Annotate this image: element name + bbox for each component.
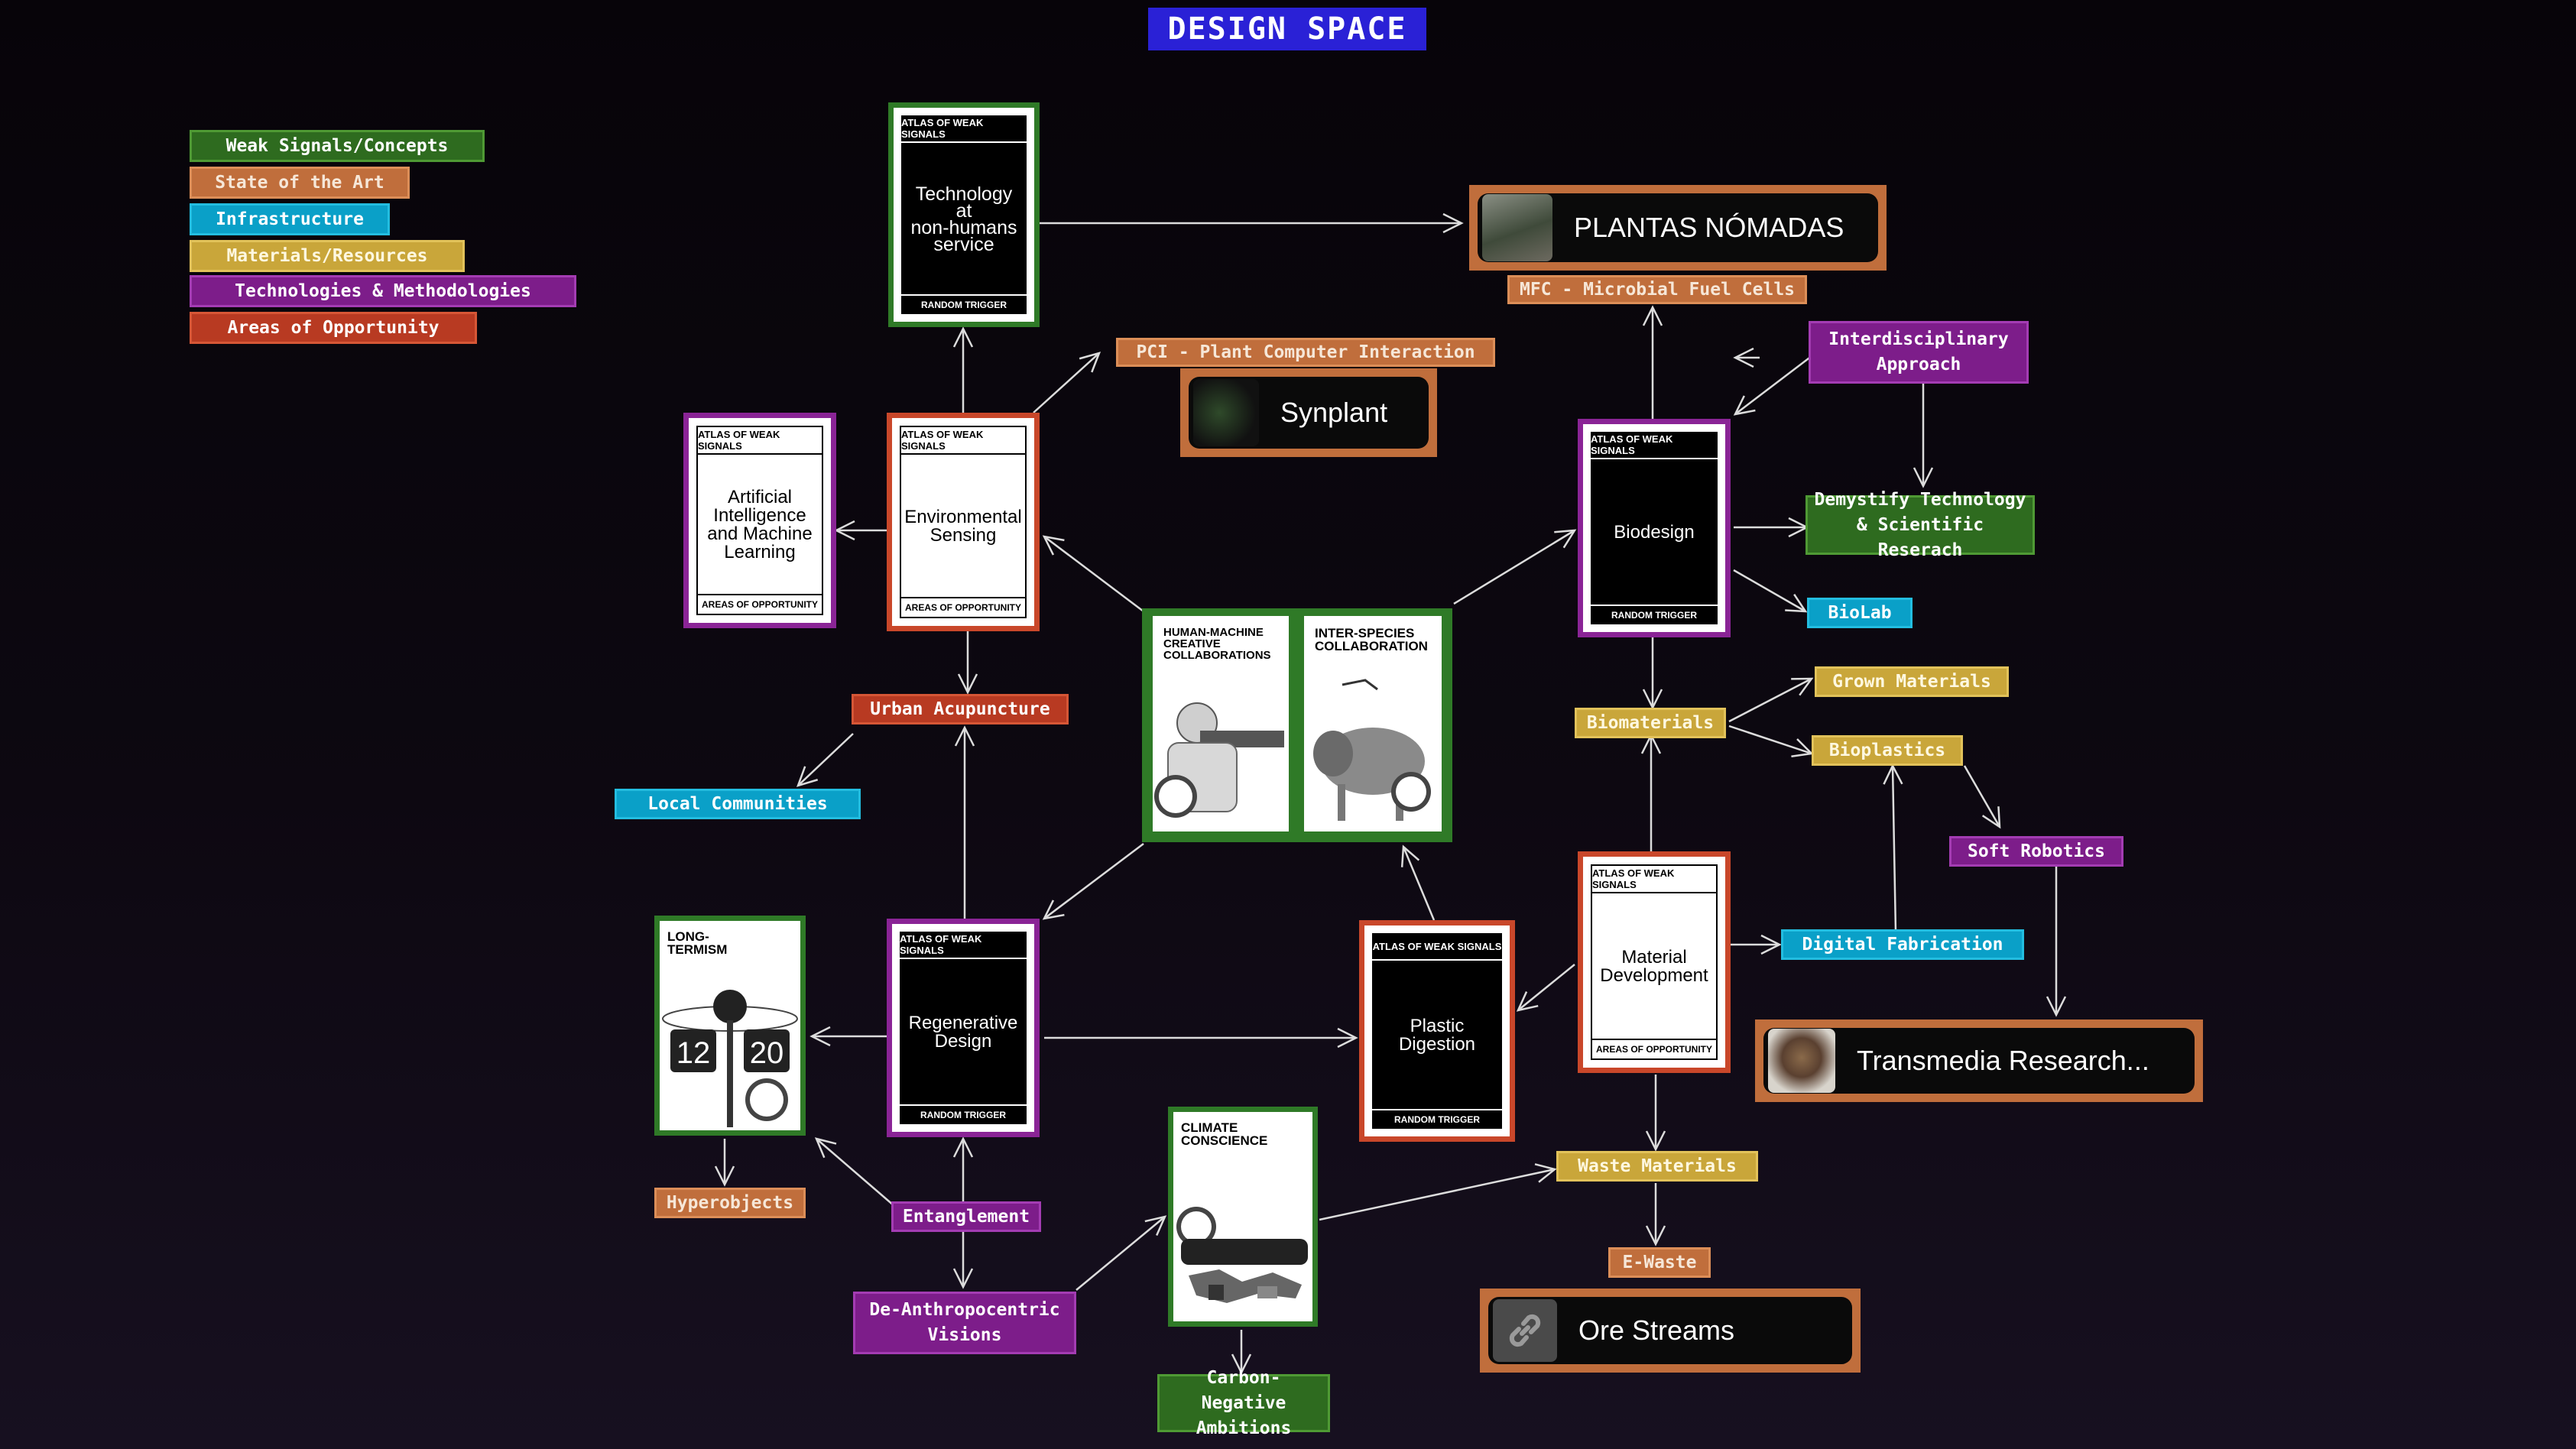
tag-urban-acupuncture[interactable]: Urban Acupuncture — [852, 694, 1069, 724]
card-footer: AREAS OF OPPORTUNITY — [1592, 1039, 1716, 1058]
page-title: DESIGN SPACE — [1148, 8, 1426, 50]
link-card-plantas-nomadas[interactable]: PLANTAS NÓMADAS — [1469, 185, 1887, 271]
card-title: Plastic Digestion — [1398, 1016, 1476, 1055]
card-title: Material Development — [1600, 947, 1708, 986]
legend-item-areas: Areas of Opportunity — [190, 312, 477, 344]
card-material-development[interactable]: ATLAS OF WEAK SIGNALS Material Developme… — [1578, 851, 1731, 1073]
picture-card-title: HUMAN-MACHINE CREATIVE COLLABORATIONS — [1163, 626, 1271, 662]
arrow — [1033, 352, 1101, 413]
tag-mfc[interactable]: MFC - Microbial Fuel Cells — [1507, 275, 1807, 304]
legend-item-infrastructure: Infrastructure — [190, 203, 390, 235]
tag-bioplastics[interactable]: Bioplastics — [1812, 735, 1963, 766]
card-footer: RANDOM TRIGGER — [900, 1104, 1027, 1124]
card-technology-nonhumans[interactable]: ATLAS OF WEAK SIGNALS Technology at non-… — [888, 102, 1040, 327]
tag-entanglement[interactable]: Entanglement — [891, 1201, 1041, 1232]
link-card-title: Transmedia Research... — [1857, 1045, 2149, 1076]
arrow — [1883, 763, 1903, 933]
card-header: ATLAS OF WEAK SIGNALS — [1592, 866, 1716, 893]
arrow — [1453, 529, 1577, 605]
arrow — [1319, 1163, 1557, 1221]
debris-illustration — [1176, 1207, 1308, 1303]
link-card-title: Ore Streams — [1578, 1314, 1735, 1346]
arrow — [1042, 535, 1144, 612]
card-footer: RANDOM TRIGGER — [901, 294, 1027, 314]
arrow — [1733, 569, 1808, 613]
card-title: Biodesign — [1614, 522, 1695, 543]
tag-grown-materials[interactable]: Grown Materials — [1815, 666, 2009, 697]
card-header: ATLAS OF WEAK SIGNALS — [901, 427, 1025, 455]
legend-item-state-of-art: State of the Art — [190, 167, 410, 199]
card-header: ATLAS OF WEAK SIGNALS — [900, 932, 1027, 959]
card-footer: RANDOM TRIGGER — [1372, 1109, 1502, 1129]
tag-pci[interactable]: PCI - Plant Computer Interaction — [1116, 338, 1495, 367]
transmedia-thumbnail — [1768, 1029, 1835, 1093]
synplant-thumbnail — [1193, 379, 1259, 446]
card-header: ATLAS OF WEAK SIGNALS — [1372, 933, 1502, 961]
card-plastic-digestion[interactable]: ATLAS OF WEAK SIGNALS Plastic Digestion … — [1359, 920, 1515, 1142]
arrow — [1728, 677, 1814, 723]
card-footer: AREAS OF OPPORTUNITY — [901, 597, 1025, 617]
tag-e-waste[interactable]: E-Waste — [1608, 1247, 1711, 1278]
arrow — [1042, 843, 1144, 920]
picture-card-long-termism[interactable]: LONG- TERMISM 12 20 — [654, 916, 806, 1136]
tag-biomaterials[interactable]: Biomaterials — [1575, 708, 1726, 738]
legend-item-materials: Materials/Resources — [190, 240, 465, 272]
link-card-title: PLANTAS NÓMADAS — [1574, 212, 1844, 243]
arrow — [1075, 1215, 1167, 1291]
arrow — [1400, 844, 1436, 921]
card-biodesign[interactable]: ATLAS OF WEAK SIGNALS Biodesign RANDOM T… — [1578, 419, 1731, 637]
card-title: Environmental Sensing — [904, 507, 1022, 546]
card-footer: RANDOM TRIGGER — [1591, 605, 1718, 624]
clock-left-digits: 12 — [676, 1036, 711, 1070]
legend-item-weak-signals: Weak Signals/Concepts — [190, 130, 485, 162]
card-footer: AREAS OF OPPORTUNITY — [698, 594, 822, 614]
arrow — [1728, 724, 1814, 758]
picture-card-title: INTER-SPECIES COLLABORATION — [1315, 626, 1428, 653]
tag-hyperobjects[interactable]: Hyperobjects — [654, 1188, 806, 1218]
link-card-title: Synplant — [1280, 397, 1388, 428]
buffalo-illustration — [1313, 679, 1431, 821]
link-card-transmedia[interactable]: Transmedia Research... — [1755, 1019, 2203, 1102]
tag-demystify[interactable]: Demystify Technology & Scientific Resera… — [1805, 490, 2035, 560]
tag-waste-materials[interactable]: Waste Materials — [1556, 1151, 1758, 1182]
plantas-thumbnail — [1482, 194, 1552, 261]
card-header: ATLAS OF WEAK SIGNALS — [901, 115, 1027, 143]
arrow — [1963, 765, 2001, 829]
picture-card-pair-frame: HUMAN-MACHINE CREATIVE COLLABORATIONS IN… — [1142, 608, 1452, 842]
link-card-synplant[interactable]: Synplant — [1180, 368, 1437, 457]
picture-card-title: CLIMATE CONSCIENCE — [1181, 1120, 1268, 1148]
robot-illustration — [1154, 702, 1284, 818]
tag-carbon-negative[interactable]: Carbon-Negative Ambitions — [1157, 1368, 1330, 1438]
picture-card-title: LONG- TERMISM — [667, 929, 728, 957]
card-header: ATLAS OF WEAK SIGNALS — [1591, 432, 1718, 459]
link-card-ore-streams[interactable]: Ore Streams — [1480, 1289, 1861, 1373]
card-title: Technology at non-humans service — [910, 183, 1017, 255]
tag-soft-robotics[interactable]: Soft Robotics — [1949, 836, 2123, 867]
arrow — [814, 1137, 895, 1207]
legend-item-technologies: Technologies & Methodologies — [190, 275, 576, 307]
arrow — [796, 733, 854, 787]
tag-de-anthropocentric[interactable]: De-Anthropocentric Visions — [853, 1292, 1076, 1354]
clock-right-digits: 20 — [750, 1036, 784, 1070]
arrow — [1733, 355, 1812, 416]
card-regenerative-design[interactable]: ATLAS OF WEAK SIGNALS Regenerative Desig… — [887, 919, 1040, 1137]
card-title: Artificial Intelligence and Machine Lear… — [707, 487, 813, 562]
tag-digital-fabrication[interactable]: Digital Fabrication — [1781, 929, 2024, 960]
picture-card-climate-conscience[interactable]: CLIMATE CONSCIENCE — [1168, 1107, 1318, 1327]
arrow — [1516, 964, 1575, 1012]
tag-interdisciplinary[interactable]: Interdisciplinary Approach — [1809, 321, 2029, 384]
clock-illustration: 12 20 — [662, 990, 798, 1127]
tag-local-communities[interactable]: Local Communities — [615, 789, 861, 819]
card-ai-ml[interactable]: ATLAS OF WEAK SIGNALS Artificial Intelli… — [683, 413, 836, 628]
tag-biolab[interactable]: BioLab — [1807, 598, 1913, 628]
link-icon — [1493, 1299, 1557, 1362]
card-title: Regenerative Design — [908, 1013, 1018, 1052]
picture-card-human-machine[interactable]: HUMAN-MACHINE CREATIVE COLLABORATIONS — [1153, 616, 1289, 831]
card-header: ATLAS OF WEAK SIGNALS — [698, 427, 822, 455]
picture-card-inter-species[interactable]: INTER-SPECIES COLLABORATION — [1304, 616, 1442, 831]
card-environmental-sensing[interactable]: ATLAS OF WEAK SIGNALS Environmental Sens… — [887, 413, 1040, 631]
